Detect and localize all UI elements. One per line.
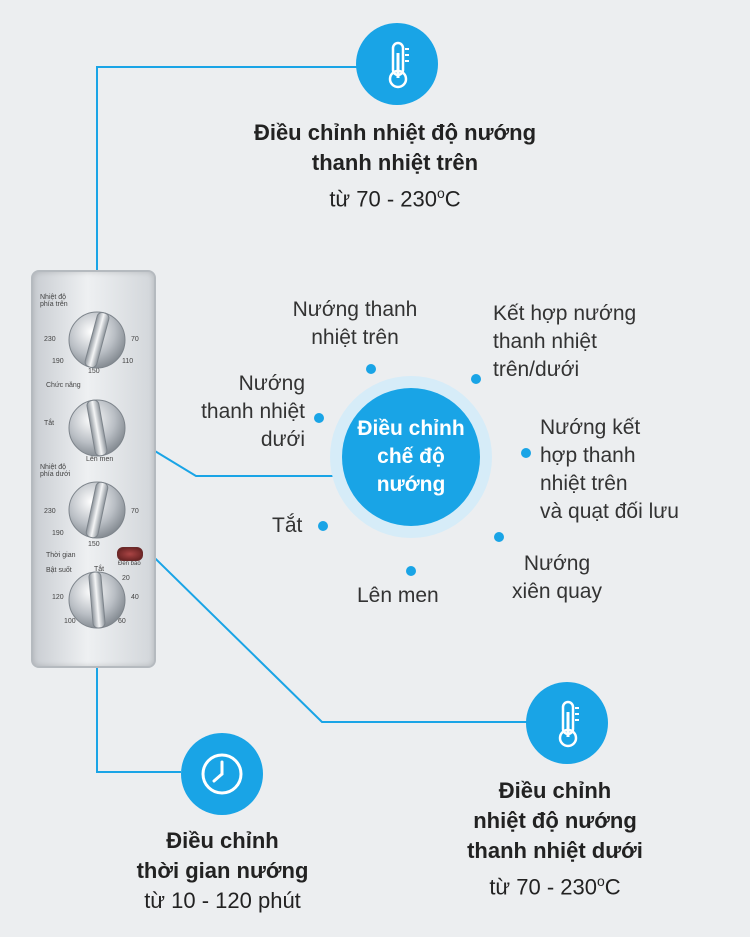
thermometer-icon	[558, 700, 579, 748]
temp-mark-150-1: 150	[88, 368, 100, 375]
mode-center-line3: nướng	[376, 473, 446, 496]
connector-timer	[96, 628, 181, 773]
top-heater-description: Điều chỉnh nhiệt độ nướng thanh nhiệt tr…	[195, 118, 595, 214]
time-mark-40: 40	[131, 594, 139, 601]
dot-ferment	[406, 566, 416, 576]
timer-range: từ 10 - 120 phút	[144, 888, 301, 913]
indicator-lamp	[117, 547, 143, 561]
dot-rotisserie	[494, 532, 504, 542]
bottom-heater-title-3: thanh nhiệt dưới	[467, 838, 643, 863]
bottom-heater-description: Điều chỉnh nhiệt độ nướng thanh nhiệt dư…	[440, 776, 670, 902]
knob2-label: Chức năng	[46, 382, 81, 389]
time-mark-always: Bật suốt	[46, 567, 72, 574]
clock-icon	[201, 753, 243, 795]
knob-function[interactable]	[68, 399, 126, 457]
thermometer-icon	[388, 41, 409, 89]
mode-center-line2: chế độ	[377, 445, 445, 468]
clock-icon-circle	[181, 733, 263, 815]
bottom-heater-title-2: nhiệt độ nướng	[473, 808, 637, 833]
bottom-heater-range: từ 70 - 230oC	[489, 873, 621, 900]
dot-bottom	[314, 413, 324, 423]
temp-mark-230-1: 230	[44, 336, 56, 343]
bottom-thermometer-icon-circle	[526, 682, 608, 764]
temp-mark-190-2: 190	[52, 530, 64, 537]
mode-center-line1: Điều chỉnh	[357, 417, 465, 440]
top-heater-title-2: thanh nhiệt trên	[311, 150, 479, 175]
time-mark-120: 120	[52, 594, 64, 601]
timer-title-1: Điều chỉnh	[166, 828, 279, 853]
dot-convection	[521, 448, 531, 458]
time-mark-100: 100	[64, 618, 76, 625]
knob-top-temperature[interactable]	[68, 311, 126, 369]
bottom-heater-title-1: Điều chỉnh	[498, 778, 612, 803]
mode-mark-ferment: Lên men	[86, 456, 114, 463]
timer-description: Điều chỉnh thời gian nướng từ 10 - 120 p…	[110, 826, 335, 916]
temp-mark-150-2: 150	[88, 541, 100, 548]
knob-timer[interactable]	[68, 571, 126, 629]
time-mark-off: Tắt	[94, 566, 105, 573]
temp-mark-70-2: 70	[131, 508, 139, 515]
time-mark-60: 60	[118, 618, 126, 625]
dot-top	[366, 364, 376, 374]
top-thermometer-icon-circle	[356, 23, 438, 105]
mode-mark-off: Tắt	[44, 420, 55, 427]
knobs	[68, 311, 126, 629]
lamp-label: Đèn báo	[118, 561, 141, 567]
temp-mark-70-1: 70	[131, 336, 139, 343]
knob4-label: Thời gian	[46, 552, 76, 559]
knob-bottom-temperature[interactable]	[68, 481, 126, 539]
mode-center-circle: Điều chỉnh chế độ nướng	[342, 388, 480, 526]
connector-top-heater	[96, 66, 358, 315]
timer-title-2: thời gian nướng	[136, 858, 309, 883]
mode-ferment-label: Lên men	[357, 584, 439, 607]
mode-off-label: Tắt	[272, 514, 303, 537]
temp-mark-230-2: 230	[44, 508, 56, 515]
dot-combo	[471, 374, 481, 384]
dot-off	[318, 521, 328, 531]
temp-mark-110-1: 110	[122, 358, 134, 365]
temp-mark-190-1: 190	[52, 358, 64, 365]
connector-bottom-heater	[111, 515, 527, 723]
top-heater-range: từ 70 - 230oC	[329, 185, 461, 212]
time-mark-20: 20	[122, 575, 130, 582]
top-heater-title-1: Điều chỉnh nhiệt độ nướng	[253, 120, 537, 145]
